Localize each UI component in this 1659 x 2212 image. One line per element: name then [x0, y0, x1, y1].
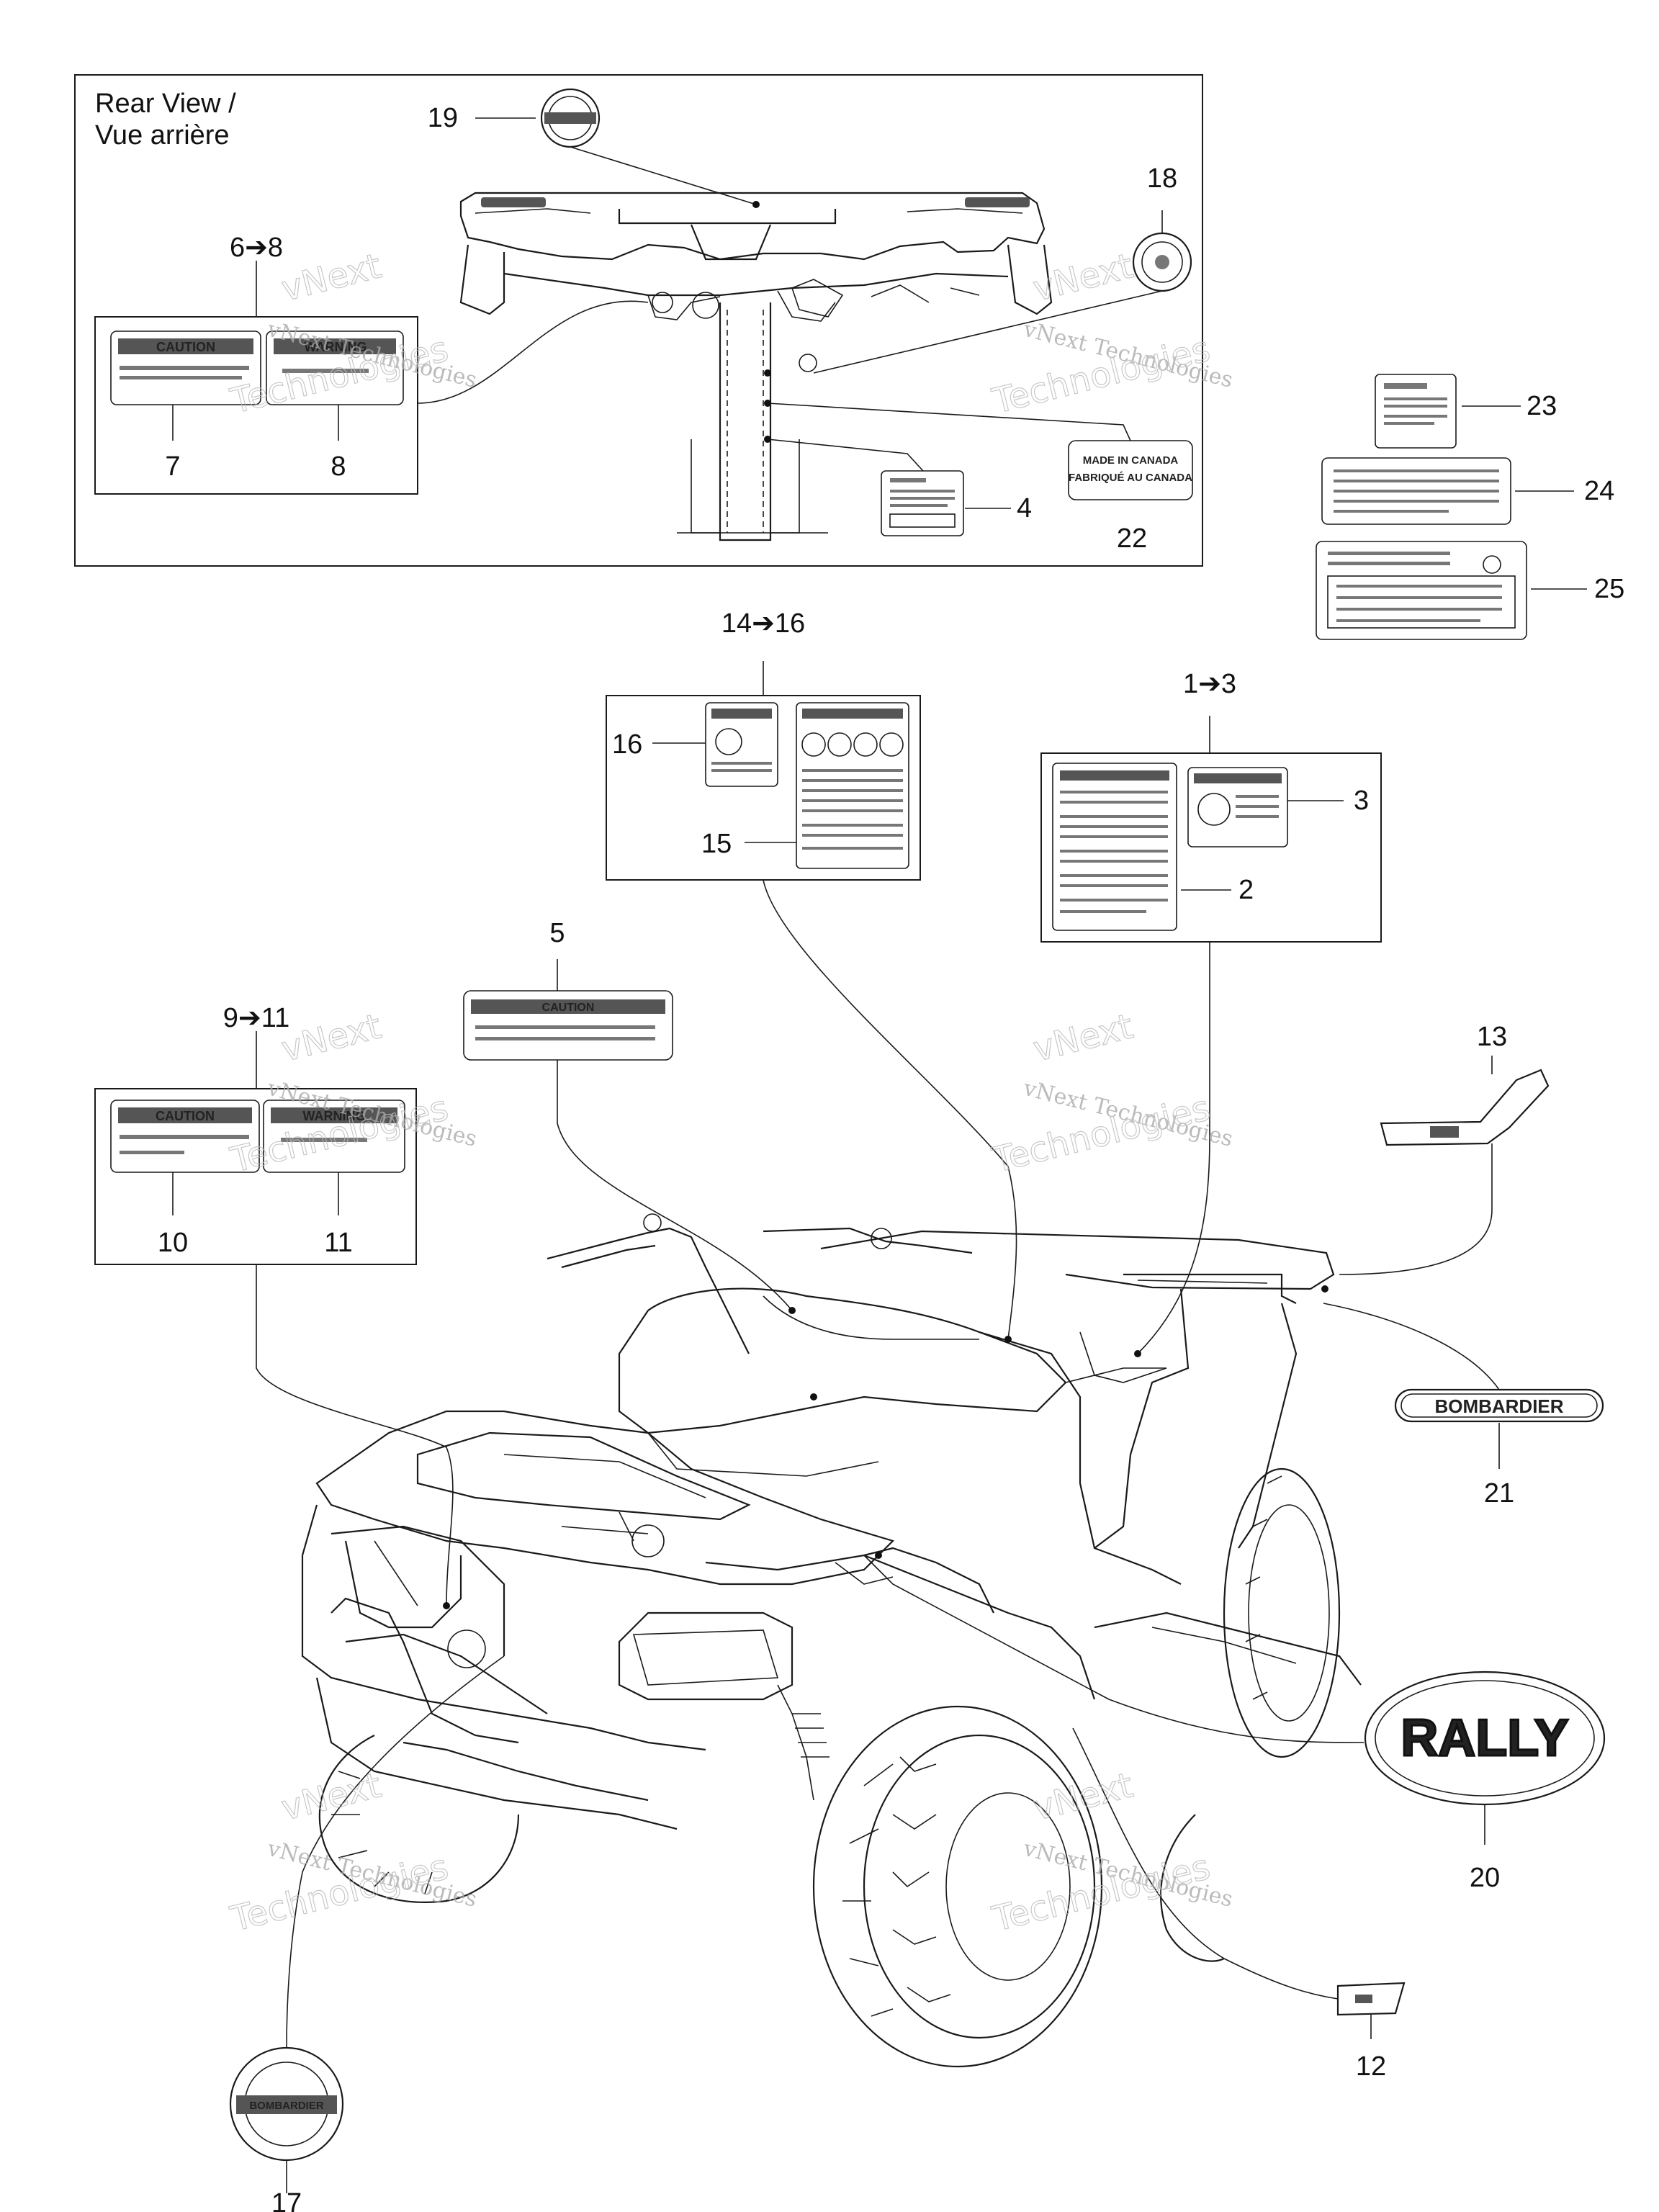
callout-16: 16 — [612, 729, 642, 760]
callout-6-8: 6➔8 — [230, 233, 283, 263]
callout-24: 24 — [1584, 476, 1614, 506]
decal-25: 25 — [1316, 541, 1624, 640]
decal-12: 12 — [1336, 1982, 1406, 2082]
decal-22-line2: FABRIQUÉ AU CANADA — [1069, 472, 1192, 484]
front-left-wheel — [812, 1705, 1103, 2068]
callout-19: 19 — [428, 103, 458, 133]
emblem-17-text: BOMBARDIER — [249, 2100, 323, 2112]
callout-12: 12 — [1356, 2051, 1386, 2082]
rear-view-panel: Rear View / Vue arrière — [74, 74, 1203, 567]
emblem-21-text: BOMBARDIER — [1434, 1395, 1563, 1417]
callout-7: 7 — [165, 451, 180, 482]
atv-drawing — [301, 1213, 1362, 2068]
callout-9-11: 9➔11 — [223, 1003, 289, 1033]
rear-rack-drawing — [459, 192, 1053, 541]
callout-2: 2 — [1238, 875, 1254, 905]
decal-4 — [881, 470, 964, 536]
callout-20: 20 — [1470, 1863, 1500, 1893]
watermark-1-line1: vNext — [277, 246, 385, 309]
decal-group-1-3: 1➔3 3 2 — [1040, 669, 1382, 943]
callout-8: 8 — [331, 451, 346, 482]
watermark-4-line1: vNext — [1029, 1006, 1137, 1069]
rear-view-title-fr: Vue arrière — [95, 120, 230, 150]
callout-3: 3 — [1354, 786, 1369, 816]
emblem-18 — [1132, 232, 1192, 292]
callout-18: 18 — [1147, 163, 1177, 194]
decal-5-caution-text: CAUTION — [542, 1002, 595, 1014]
decal-22-line1: MADE IN CANADA — [1083, 454, 1179, 467]
callout-17: 17 — [271, 2188, 302, 2212]
callout-10: 10 — [158, 1228, 188, 1258]
decal-13: 13 — [1380, 1022, 1550, 1146]
callout-23: 23 — [1527, 391, 1557, 421]
callout-21: 21 — [1484, 1478, 1514, 1509]
decal-group-6-8: CAUTION WARNING — [94, 316, 418, 495]
callout-13: 13 — [1477, 1022, 1507, 1052]
callout-5: 5 — [549, 918, 565, 948]
decal-24: 24 — [1321, 457, 1614, 525]
decal-10-caution-text: CAUTION — [156, 1109, 215, 1123]
decal-group-14-16: 14➔16 16 15 — [606, 608, 921, 881]
callout-1-3: 1➔3 — [1183, 669, 1236, 699]
callout-25: 25 — [1594, 574, 1624, 604]
emblem-20-rally: RALLY 20 — [1364, 1671, 1606, 1893]
decal-group-9-11: CAUTION WARNING 9➔11 10 11 — [94, 1003, 417, 1265]
emblem-17-bombardier: BOMBARDIER 17 — [229, 2046, 344, 2212]
front-right-wheel — [318, 1735, 520, 1903]
emblem-20-text: RALLY — [1401, 1709, 1568, 1767]
decal-5: CAUTION 5 — [463, 918, 673, 1061]
decal-23: 23 — [1375, 374, 1557, 449]
emblem-19 — [540, 88, 601, 148]
leader-lines — [256, 879, 1500, 2049]
callout-22: 22 — [1117, 523, 1147, 554]
decal-8-warning-text: WARNING — [305, 340, 367, 354]
decal-11-warning-text: WARNING — [303, 1109, 366, 1123]
callout-15: 15 — [701, 829, 732, 859]
decal-22: MADE IN CANADA FABRIQUÉ AU CANADA — [1068, 440, 1193, 500]
watermark-3-line1: vNext — [277, 1006, 385, 1069]
rear-wheels — [1160, 1467, 1341, 1962]
decal-7-caution-text: CAUTION — [156, 340, 215, 354]
emblem-21-bombardier: BOMBARDIER 21 — [1394, 1388, 1604, 1509]
callout-11: 11 — [324, 1228, 352, 1258]
callout-14-16: 14➔16 — [721, 608, 805, 639]
rear-view-title-en: Rear View / — [95, 89, 236, 119]
callout-4: 4 — [1017, 493, 1032, 523]
